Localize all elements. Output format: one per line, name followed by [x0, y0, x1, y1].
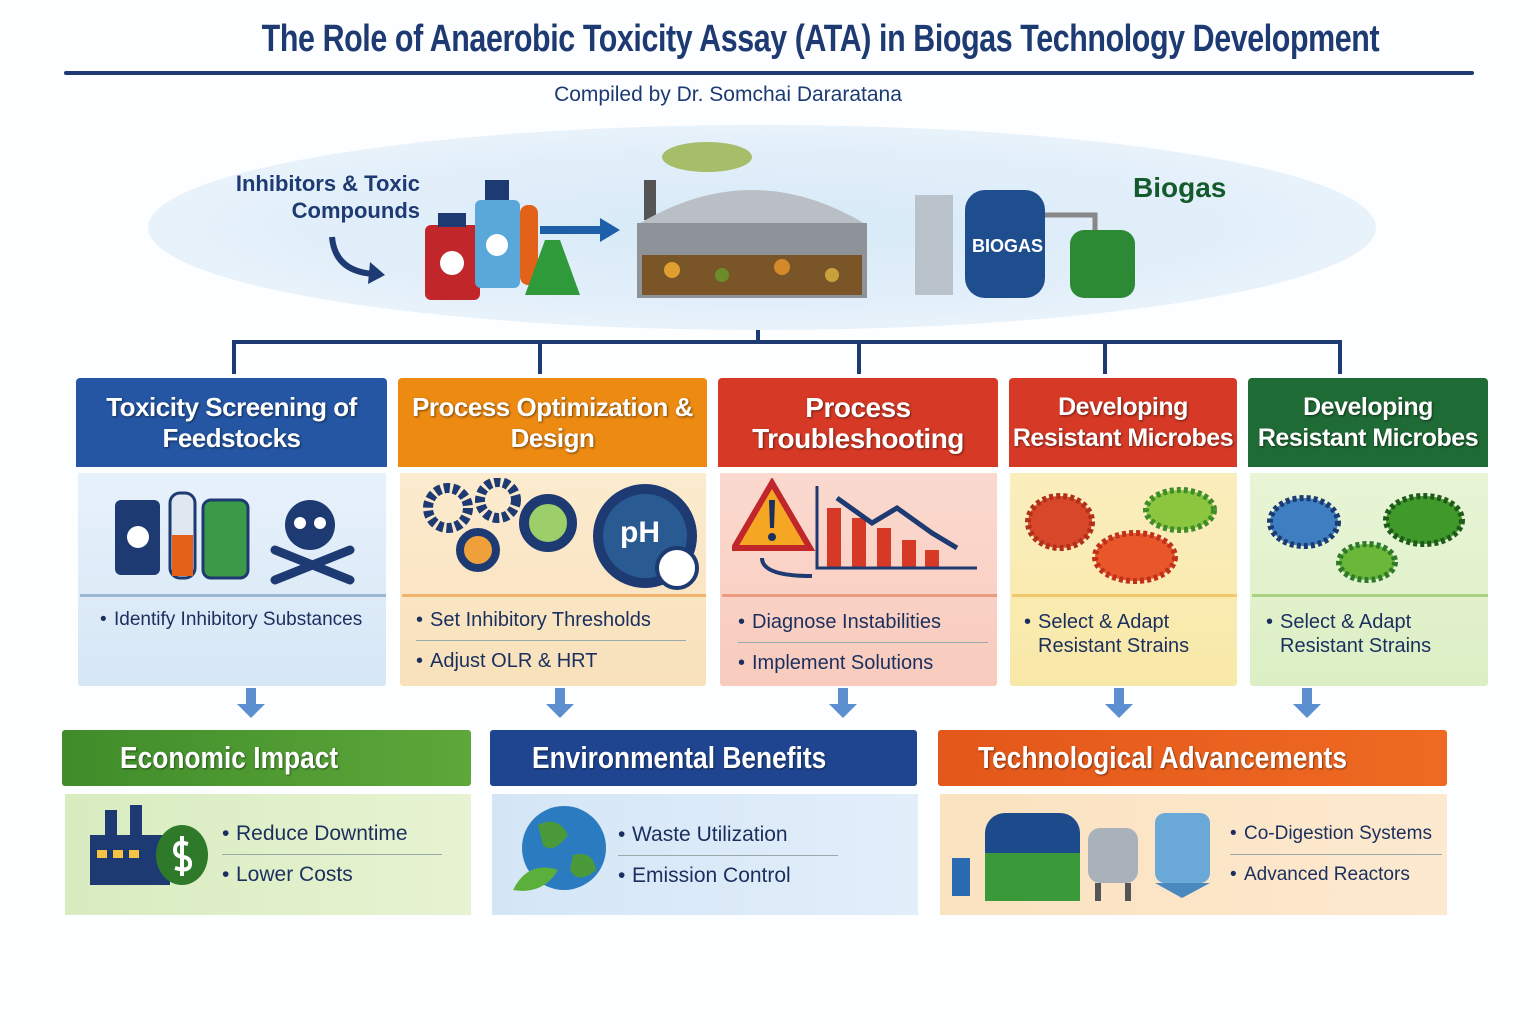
connector [1338, 340, 1342, 374]
technological-advancements-bullets: Co-Digestion Systems Advanced Reactors [1230, 814, 1442, 895]
gears-ph-gauge-icon [423, 478, 699, 590]
bullet-item: Lower Costs [222, 854, 442, 895]
outcome-title: Technological Advancements [978, 740, 1347, 775]
bullet-item: Diagnose Instabilities [738, 602, 988, 642]
card-title: Process Troubleshooting [752, 391, 964, 454]
card-process-optimization-bullets: Set Inhibitory Thresholds Adjust OLR & H… [416, 600, 686, 681]
connector [538, 340, 542, 374]
bacteria-icon [1267, 493, 1465, 583]
divider [402, 594, 706, 597]
connector [857, 340, 861, 374]
card-resistant-microbes-1-header: Developing Resistant Microbes [1009, 378, 1237, 467]
bullet-item: Select & Adapt Resistant Strains [1024, 610, 1224, 666]
bullet-item: Advanced Reactors [1230, 854, 1442, 895]
globe-leaf-icon [513, 806, 606, 891]
environmental-benefits-bullets: Waste Utilization Emission Control [618, 815, 838, 896]
bullet-item: Reduce Downtime [222, 814, 442, 854]
digester-icon [637, 142, 867, 298]
divider [80, 594, 386, 597]
curved-arrow-icon [329, 236, 385, 284]
vials-skull-icon [115, 491, 355, 585]
bullet-item: Waste Utilization [618, 815, 838, 855]
bullet-item: Select & Adapt Resistant Strains [1266, 610, 1476, 666]
card-title: Process Optimization & Design [412, 391, 693, 453]
card-title: Toxicity Screening of Feedstocks [106, 391, 357, 453]
environmental-benefits-header: Environmental Benefits [490, 730, 917, 786]
card-title: Developing Resistant Microbes [1257, 392, 1479, 452]
card-troubleshooting-bullets: Diagnose Instabilities Implement Solutio… [738, 602, 988, 683]
connector [232, 340, 236, 374]
connector [1103, 340, 1107, 374]
economic-impact-header: Economic Impact [62, 730, 471, 786]
card-resistant-microbes-2-bullets: Select & Adapt Resistant Strains [1266, 610, 1476, 666]
divider [1012, 594, 1237, 597]
card-process-optimization-header: Process Optimization & Design [398, 378, 707, 467]
outcome-title: Environmental Benefits [532, 740, 827, 775]
down-arrow-icon [1293, 688, 1321, 718]
bullet-item: Co-Digestion Systems [1230, 814, 1442, 854]
connector [232, 340, 1342, 344]
technological-advancements-header: Technological Advancements [938, 730, 1447, 786]
title-underline [64, 71, 1474, 75]
page-title-text: The Role of Anaerobic Toxicity Assay (AT… [261, 18, 1379, 60]
economic-impact-bullets: Reduce Downtime Lower Costs [222, 814, 442, 895]
bullet-item: Identify Inhibitory Substances [100, 600, 380, 640]
divider [722, 594, 997, 597]
bacteria-icon [1025, 487, 1217, 584]
outcome-title: Economic Impact [120, 740, 339, 775]
down-arrow-icon [1105, 688, 1133, 718]
down-arrow-icon [829, 688, 857, 718]
card-resistant-microbes-1-bullets: Select & Adapt Resistant Strains [1024, 610, 1224, 666]
card-title: Developing Resistant Microbes [1012, 392, 1234, 452]
connector [756, 330, 760, 342]
page-title: The Role of Anaerobic Toxicity Assay (AT… [160, 18, 1480, 64]
warning-chart-icon [732, 478, 977, 578]
biogas-tank-label: BIOGAS [971, 236, 1043, 256]
inhibitors-label: Inhibitors & Toxic Compounds [235, 171, 420, 223]
down-arrow-icon [546, 688, 574, 718]
reactors-icon [952, 813, 1210, 901]
ph-label: pH [620, 516, 660, 549]
card-resistant-microbes-2-header: Developing Resistant Microbes [1248, 378, 1488, 467]
factory-money-icon [90, 805, 208, 885]
card-troubleshooting-header: Process Troubleshooting [718, 378, 998, 467]
subtitle: Compiled by Dr. Somchai Dararatana [554, 83, 902, 106]
down-arrow-icon [237, 688, 265, 718]
bullet-item: Implement Solutions [738, 642, 988, 683]
toxic-bottles-icon [425, 180, 620, 300]
biogas-output-label: Biogas [1133, 172, 1227, 203]
bullet-item: Set Inhibitory Thresholds [416, 600, 686, 640]
divider [1252, 594, 1488, 597]
bullet-item: Adjust OLR & HRT [416, 640, 686, 681]
card-toxicity-screening-bullets: Identify Inhibitory Substances [100, 600, 380, 640]
bullet-item: Emission Control [618, 855, 838, 896]
biogas-plant-icon [915, 190, 1135, 298]
card-toxicity-screening-header: Toxicity Screening of Feedstocks [76, 378, 387, 467]
